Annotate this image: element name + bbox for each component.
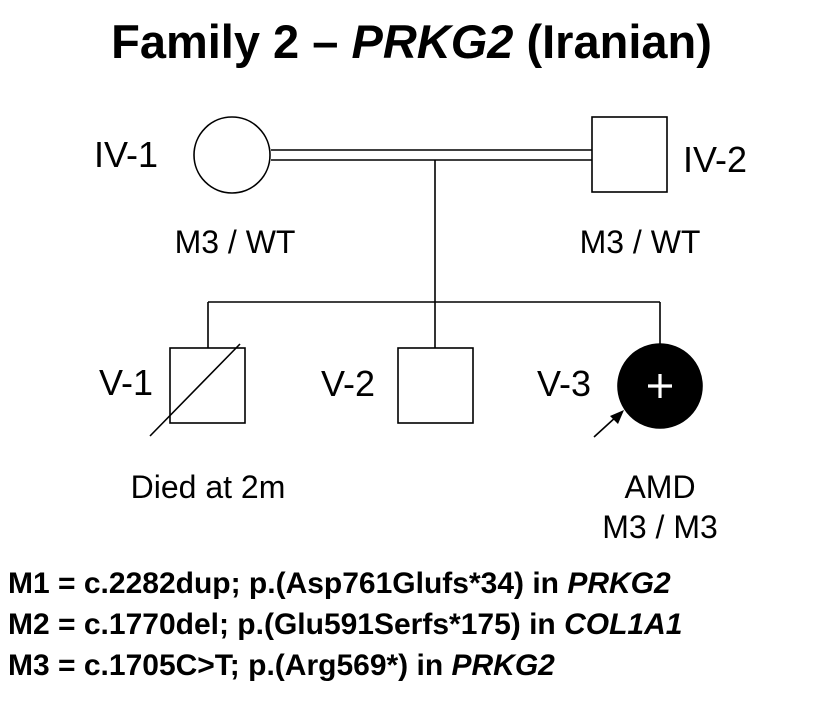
title-prefix: Family 2 – xyxy=(111,15,352,68)
iv2-male-symbol xyxy=(591,116,668,193)
v3-id-label: V-3 xyxy=(537,363,592,404)
title-gene: PRKG2 xyxy=(351,15,514,68)
v1-male-symbol xyxy=(169,347,246,424)
proband-arrow-shaft xyxy=(593,415,618,438)
iv1-female-symbol xyxy=(193,116,271,194)
v2-id-label: V-2 xyxy=(321,363,376,404)
page-title: Family 2 – PRKG2 (Iranian) xyxy=(0,14,823,70)
legend-m1-gene: PRKG2 xyxy=(567,567,671,600)
legend-m2-text: M2 = c.1770del; p.(Glu591Serfs*175) in xyxy=(8,608,565,641)
iv1-genotype: M3 / WT xyxy=(174,224,296,260)
legend-m1-text: M1 = c.2282dup; p.(Asp761Glufs*34) in xyxy=(8,567,568,600)
proband-arrow-head xyxy=(610,410,624,424)
legend-m3-text: M3 = c.1705C>T; p.(Arg569*) in xyxy=(8,649,452,682)
v2-male-symbol xyxy=(397,347,474,424)
legend-m1: M1 = c.2282dup; p.(Asp761Glufs*34) in PR… xyxy=(8,565,671,603)
legend-m3-gene: PRKG2 xyxy=(451,649,555,682)
v3-phenotype: AMD xyxy=(624,469,696,505)
iv2-genotype: M3 / WT xyxy=(579,224,701,260)
v1-id-label: V-1 xyxy=(99,362,154,403)
iv2-id-label: IV-2 xyxy=(683,139,748,180)
v1-death-note: Died at 2m xyxy=(130,469,286,505)
legend-m2-gene: COL1A1 xyxy=(564,608,683,641)
legend-m3: M3 = c.1705C>T; p.(Arg569*) in PRKG2 xyxy=(8,647,555,685)
legend-m2: M2 = c.1770del; p.(Glu591Serfs*175) in C… xyxy=(8,606,682,644)
v3-genotype: M3 / M3 xyxy=(602,509,718,545)
v1-deceased-slash xyxy=(149,343,241,437)
iv1-id-label: IV-1 xyxy=(94,134,159,175)
title-suffix: (Iranian) xyxy=(513,15,712,68)
